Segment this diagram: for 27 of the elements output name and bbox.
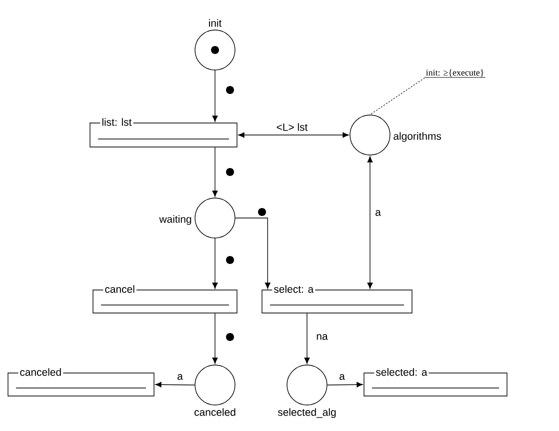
arrow <box>304 313 310 364</box>
edge-label: <L> lst <box>275 122 309 132</box>
annotation-text: init: ≥{execute} <box>424 69 486 78</box>
place-label: init <box>209 19 222 27</box>
edge-label: a <box>176 373 184 381</box>
transition-box: cancel <box>92 284 238 314</box>
arrow <box>212 313 218 364</box>
transition-box: canceled <box>8 366 154 396</box>
arrow <box>367 156 373 289</box>
arrow <box>327 382 363 388</box>
arrow <box>212 238 218 289</box>
arrow <box>238 132 349 138</box>
arrow <box>212 147 218 197</box>
transition-box: select: a <box>262 284 412 314</box>
edge-label: a <box>374 209 382 217</box>
edge-label: na <box>315 333 329 341</box>
leader-line <box>370 78 425 115</box>
place-label: waiting <box>159 215 192 225</box>
arrow <box>212 70 218 122</box>
place-label: algorithms <box>394 132 442 142</box>
arrow <box>155 382 195 388</box>
transition-box: selected: a <box>364 366 508 396</box>
place-label: canceled <box>194 408 236 416</box>
edge-label: a <box>338 373 346 381</box>
place-label: selected_alg <box>278 408 336 418</box>
transition-box: list: lst <box>90 116 238 148</box>
arrow <box>235 218 270 289</box>
